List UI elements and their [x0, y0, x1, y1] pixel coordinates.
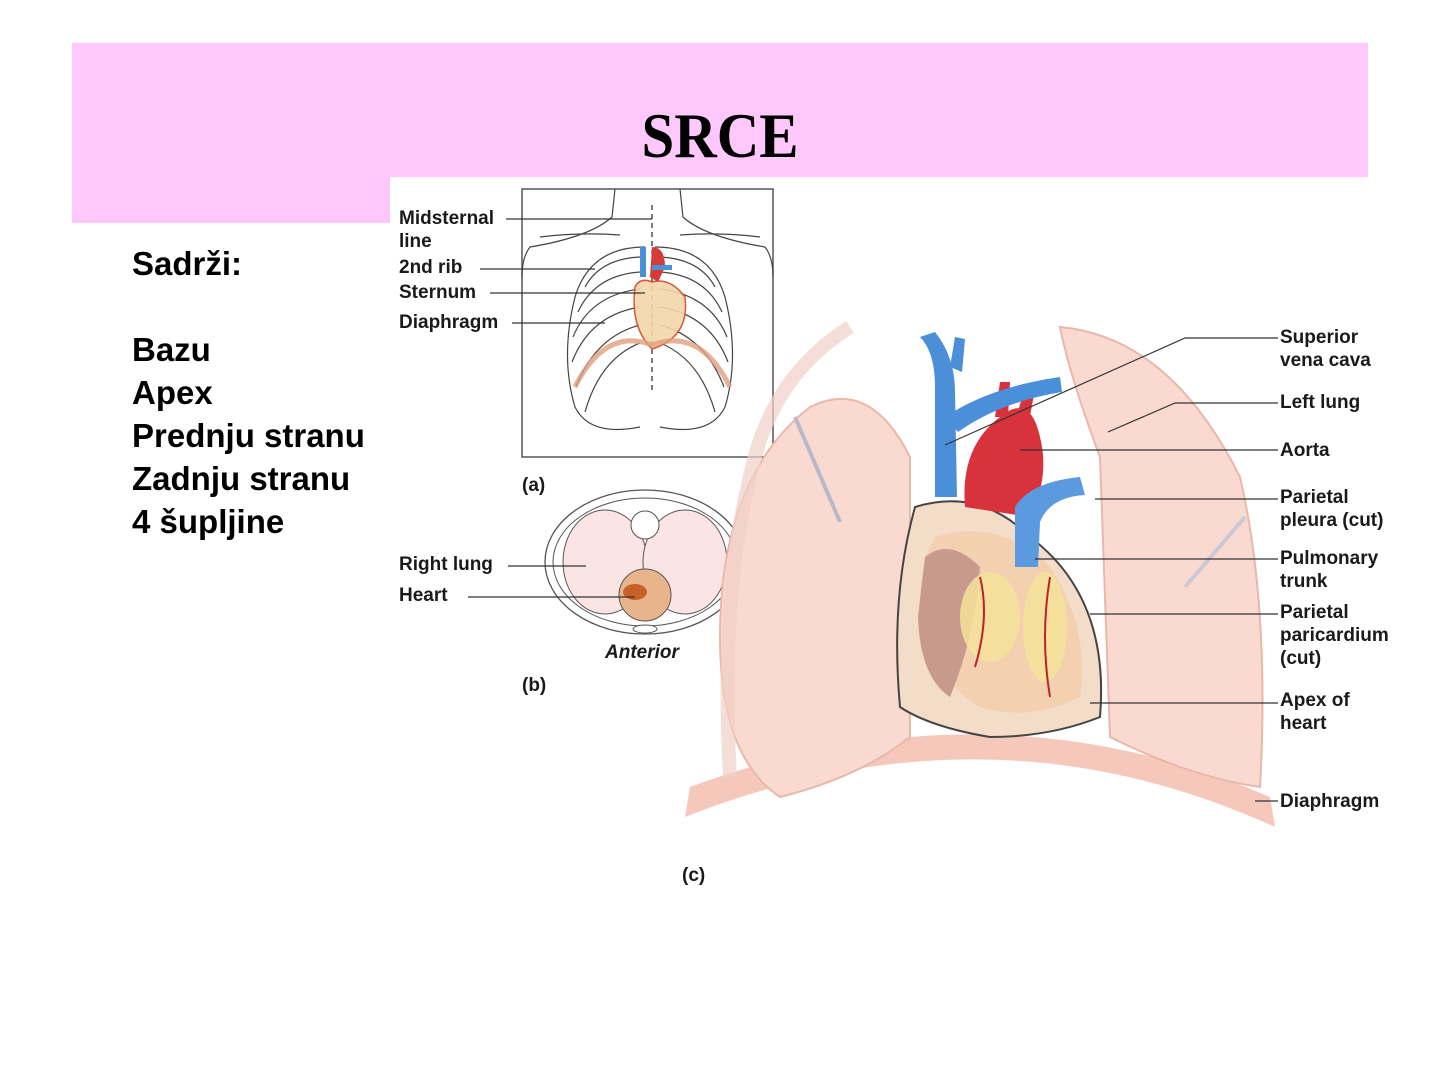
label-parietal-pericardium: Parietal paricardium (cut)	[1280, 601, 1389, 670]
list-item: Apex	[132, 374, 213, 411]
list-item: Prednju stranu	[132, 417, 365, 454]
label-aorta: Aorta	[1280, 440, 1330, 461]
label-2nd-rib: 2nd rib	[399, 257, 463, 278]
label-line-2: pleura (cut)	[1280, 510, 1384, 531]
label-diaphragm-a: Diaphragm	[399, 312, 499, 333]
label-apex-of-heart: Apex of heart	[1280, 689, 1350, 735]
label-line-2: line	[399, 231, 432, 252]
slide-title: SRCE	[641, 100, 799, 171]
label-line-2: paricardium	[1280, 625, 1389, 646]
label-diaphragm-c: Diaphragm	[1280, 791, 1380, 812]
label-pulmonary-trunk: Pulmonary trunk	[1280, 547, 1378, 593]
list-item: Zadnju stranu	[132, 460, 351, 497]
list-item: 4 šupljine	[132, 503, 285, 540]
label-line-1: Midsternal	[399, 208, 495, 229]
content-list: Sadrži: Bazu Apex Prednju stranu Zadnju …	[132, 242, 365, 543]
label-line-2: trunk	[1280, 571, 1328, 592]
anatomy-illustration-icon	[468, 188, 1278, 827]
label-sternum: Sternum	[399, 282, 477, 303]
caption-c: (c)	[682, 865, 706, 886]
label-superior-vena-cava: Superior vena cava	[1280, 326, 1371, 372]
label-line-1: Apex of	[1280, 690, 1350, 711]
label-line-1: Parietal	[1280, 487, 1349, 508]
label-left-lung: Left lung	[1280, 392, 1361, 413]
heart-anatomy-figure: Midsternal line 2nd rib Sternum Diaphrag…	[390, 177, 1440, 897]
label-line-2: heart	[1280, 713, 1327, 734]
label-heart: Heart	[399, 585, 448, 606]
list-item: Bazu	[132, 331, 211, 368]
label-line-1: Superior	[1280, 327, 1359, 348]
label-line-3: (cut)	[1280, 648, 1322, 669]
label-line-1: Pulmonary	[1280, 548, 1379, 569]
label-line-2: vena cava	[1280, 350, 1371, 371]
caption-b: (b)	[522, 675, 547, 696]
caption-a: (a)	[522, 475, 546, 496]
label-line-1: Parietal	[1280, 602, 1349, 623]
content-heading: Sadrži:	[132, 245, 243, 282]
label-midsternal-line: Midsternal line	[399, 207, 494, 253]
label-anterior: Anterior	[605, 642, 679, 663]
label-parietal-pleura: Parietal pleura (cut)	[1280, 486, 1383, 532]
label-right-lung: Right lung	[399, 554, 493, 575]
